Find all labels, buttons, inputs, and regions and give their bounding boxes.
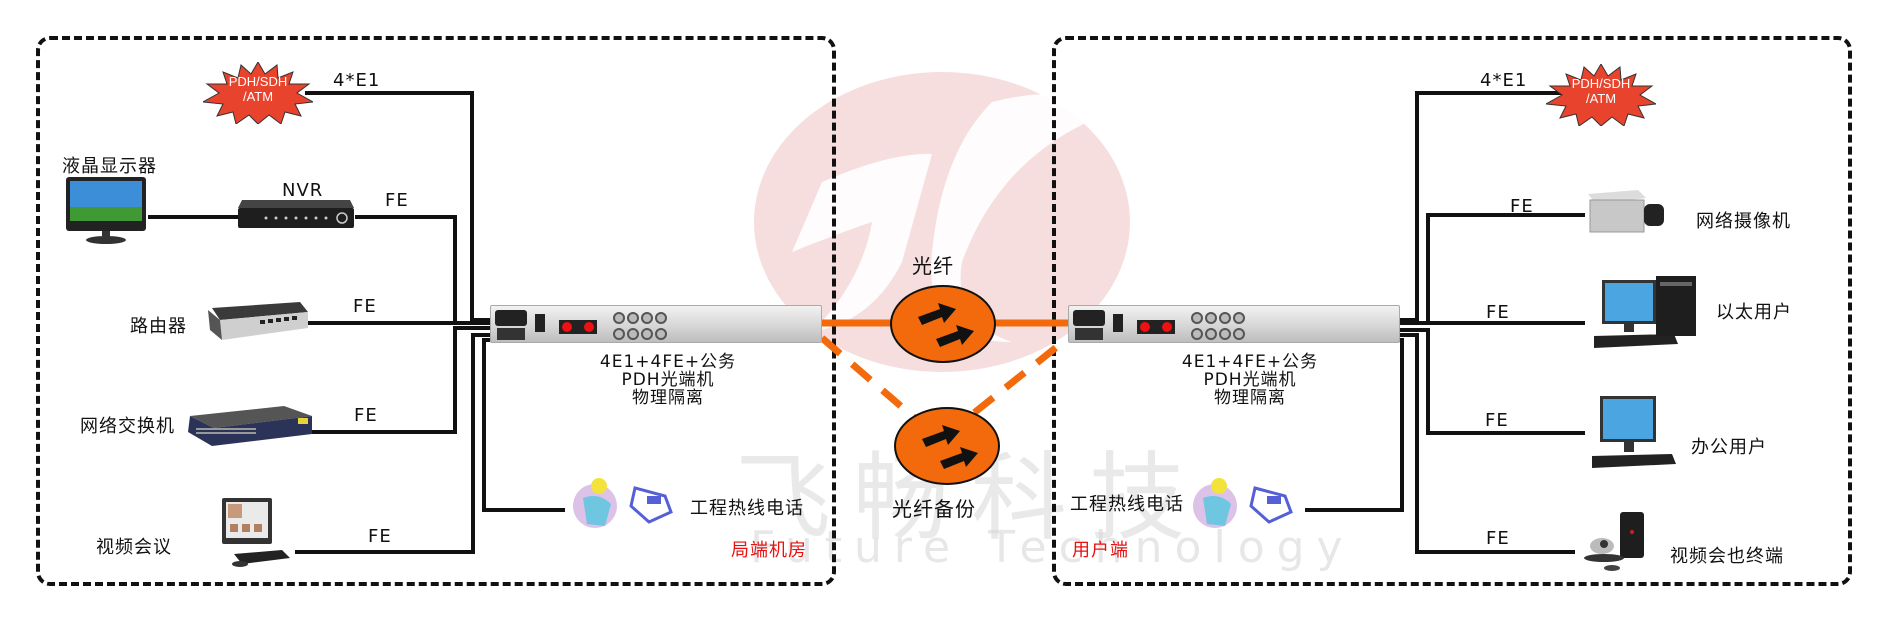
watermark-brand-en: Future Technology	[750, 522, 1355, 573]
office-user-link-label: FE	[1485, 410, 1509, 431]
nvr-label: NVR	[282, 180, 324, 201]
left-hotline-label: 工程热线电话	[690, 498, 804, 519]
video-conf-link-label: FE	[368, 526, 392, 547]
router-label: 路由器	[130, 316, 187, 337]
left-e1-link-label: 4*E1	[333, 70, 381, 91]
office-pc-icon	[1592, 396, 1676, 468]
router-icon	[208, 302, 308, 340]
double-arrow-icon	[918, 303, 974, 347]
right-pdh-sdh-atm-network: PDH/SDH /ATM	[1544, 63, 1658, 127]
pdh-line1: PDH/SDH	[1571, 76, 1631, 91]
right-hotline-phone-icon	[1193, 478, 1293, 528]
ip-camera-link-label: FE	[1510, 196, 1534, 217]
video-terminal-link-label: FE	[1486, 528, 1510, 549]
video-terminal-label: 视频会也终端	[1670, 546, 1784, 567]
right-pdh-transceiver	[1068, 305, 1400, 343]
switch-link-label: FE	[354, 405, 378, 426]
double-arrow-icon	[922, 425, 978, 469]
nvr-link-label: FE	[385, 190, 409, 211]
left-lcd-monitor-label: 液晶显示器	[62, 156, 157, 177]
pdh-line2: /ATM	[1585, 91, 1617, 106]
right-hotline-label: 工程热线电话	[1070, 494, 1184, 515]
left-pdh-transceiver	[490, 305, 822, 343]
left-site-boundary	[36, 36, 836, 586]
switch-label: 网络交换机	[80, 416, 175, 437]
video-conference-terminal-icon	[1584, 512, 1644, 571]
video-conference-pc-icon	[222, 498, 290, 567]
right-site-label: 用户端	[1072, 540, 1129, 561]
left-pdh-sdh-atm-network: PDH/SDH /ATM	[201, 61, 315, 125]
right-transceiver-caption: 4E1+4FE+公务 PDH光端机 物理隔离	[1181, 352, 1319, 408]
ethernet-user-link-label: FE	[1486, 302, 1510, 323]
right-site-boundary	[1052, 36, 1852, 586]
pdh-line2: /ATM	[242, 89, 274, 104]
fiber-primary-label: 光纤	[912, 254, 954, 278]
watermark-logo-icon	[754, 72, 1130, 372]
fiber-backup-label: 光纤备份	[892, 497, 976, 521]
office-user-label: 办公用户	[1691, 437, 1767, 458]
desktop-pc-icon	[1594, 276, 1696, 348]
right-e1-link-label: 4*E1	[1480, 70, 1528, 91]
left-site-label: 局端机房	[731, 540, 807, 561]
transceiver-panel-icon	[1073, 310, 1245, 340]
router-link-label: FE	[353, 296, 377, 317]
ip-camera-icon	[1588, 190, 1664, 233]
fiber-primary-node	[890, 285, 996, 363]
video-conf-label: 视频会议	[96, 537, 172, 558]
ethernet-user-label: 以太用户	[1716, 302, 1792, 323]
left-transceiver-caption: 4E1+4FE+公务 PDH光端机 物理隔离	[599, 352, 737, 408]
transceiver-panel-icon	[495, 310, 667, 340]
lcd-monitor-icon	[66, 177, 146, 244]
left-hotline-phone-icon	[573, 478, 673, 528]
fiber-backup-node	[894, 407, 1000, 485]
network-switch-icon	[188, 406, 312, 446]
nvr-device-icon	[238, 200, 354, 228]
ip-camera-label: 网络摄像机	[1696, 211, 1791, 232]
pdh-line1: PDH/SDH	[228, 74, 288, 89]
